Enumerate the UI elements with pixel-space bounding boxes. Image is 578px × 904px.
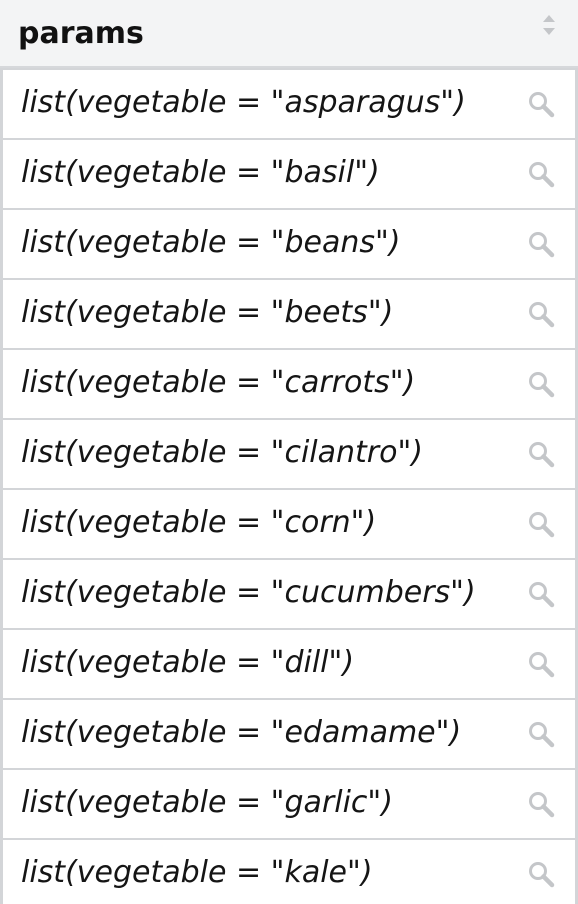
param-cell-text: list(vegetable = "cucumbers") — [21, 575, 476, 610]
table-row[interactable]: list(vegetable = "basil") — [3, 140, 575, 208]
search-icon[interactable] — [527, 230, 555, 258]
table-row[interactable]: list(vegetable = "beets") — [3, 280, 575, 348]
param-cell-text: list(vegetable = "edamame") — [21, 715, 462, 750]
search-icon[interactable] — [527, 370, 555, 398]
param-cell-text: list(vegetable = "beans") — [21, 225, 401, 260]
search-icon[interactable] — [527, 510, 555, 538]
table-body: list(vegetable = "asparagus") list(vegeta… — [0, 70, 578, 904]
table-row[interactable]: list(vegetable = "garlic") — [3, 770, 575, 838]
table-row[interactable]: list(vegetable = "dill") — [3, 630, 575, 698]
param-cell-text: list(vegetable = "dill") — [21, 645, 355, 680]
search-icon[interactable] — [527, 650, 555, 678]
table-row[interactable]: list(vegetable = "corn") — [3, 490, 575, 558]
search-icon[interactable] — [527, 860, 555, 888]
param-cell-text: list(vegetable = "carrots") — [21, 365, 416, 400]
param-cell-text: list(vegetable = "asparagus") — [21, 85, 466, 120]
table-row[interactable]: list(vegetable = "edamame") — [3, 700, 575, 768]
param-cell-text: list(vegetable = "beets") — [21, 295, 394, 330]
search-icon[interactable] — [527, 90, 555, 118]
search-icon[interactable] — [527, 790, 555, 818]
column-header[interactable]: params — [0, 0, 578, 68]
param-cell-text: list(vegetable = "cilantro") — [21, 435, 423, 470]
search-icon[interactable] — [527, 580, 555, 608]
table-row[interactable]: list(vegetable = "carrots") — [3, 350, 575, 418]
search-icon[interactable] — [527, 440, 555, 468]
sort-updown-icon[interactable] — [540, 12, 558, 38]
search-icon[interactable] — [527, 160, 555, 188]
table-row[interactable]: list(vegetable = "beans") — [3, 210, 575, 278]
table-row[interactable]: list(vegetable = "cilantro") — [3, 420, 575, 488]
column-header-label: params — [18, 16, 144, 51]
search-icon[interactable] — [527, 720, 555, 748]
search-icon[interactable] — [527, 300, 555, 328]
param-cell-text: list(vegetable = "kale") — [21, 855, 373, 890]
table-row[interactable]: list(vegetable = "cucumbers") — [3, 560, 575, 628]
param-cell-text: list(vegetable = "garlic") — [21, 785, 393, 820]
param-cell-text: list(vegetable = "corn") — [21, 505, 377, 540]
param-cell-text: list(vegetable = "basil") — [21, 155, 380, 190]
table-row[interactable]: list(vegetable = "asparagus") — [3, 70, 575, 138]
table-row[interactable]: list(vegetable = "kale") — [3, 840, 575, 904]
